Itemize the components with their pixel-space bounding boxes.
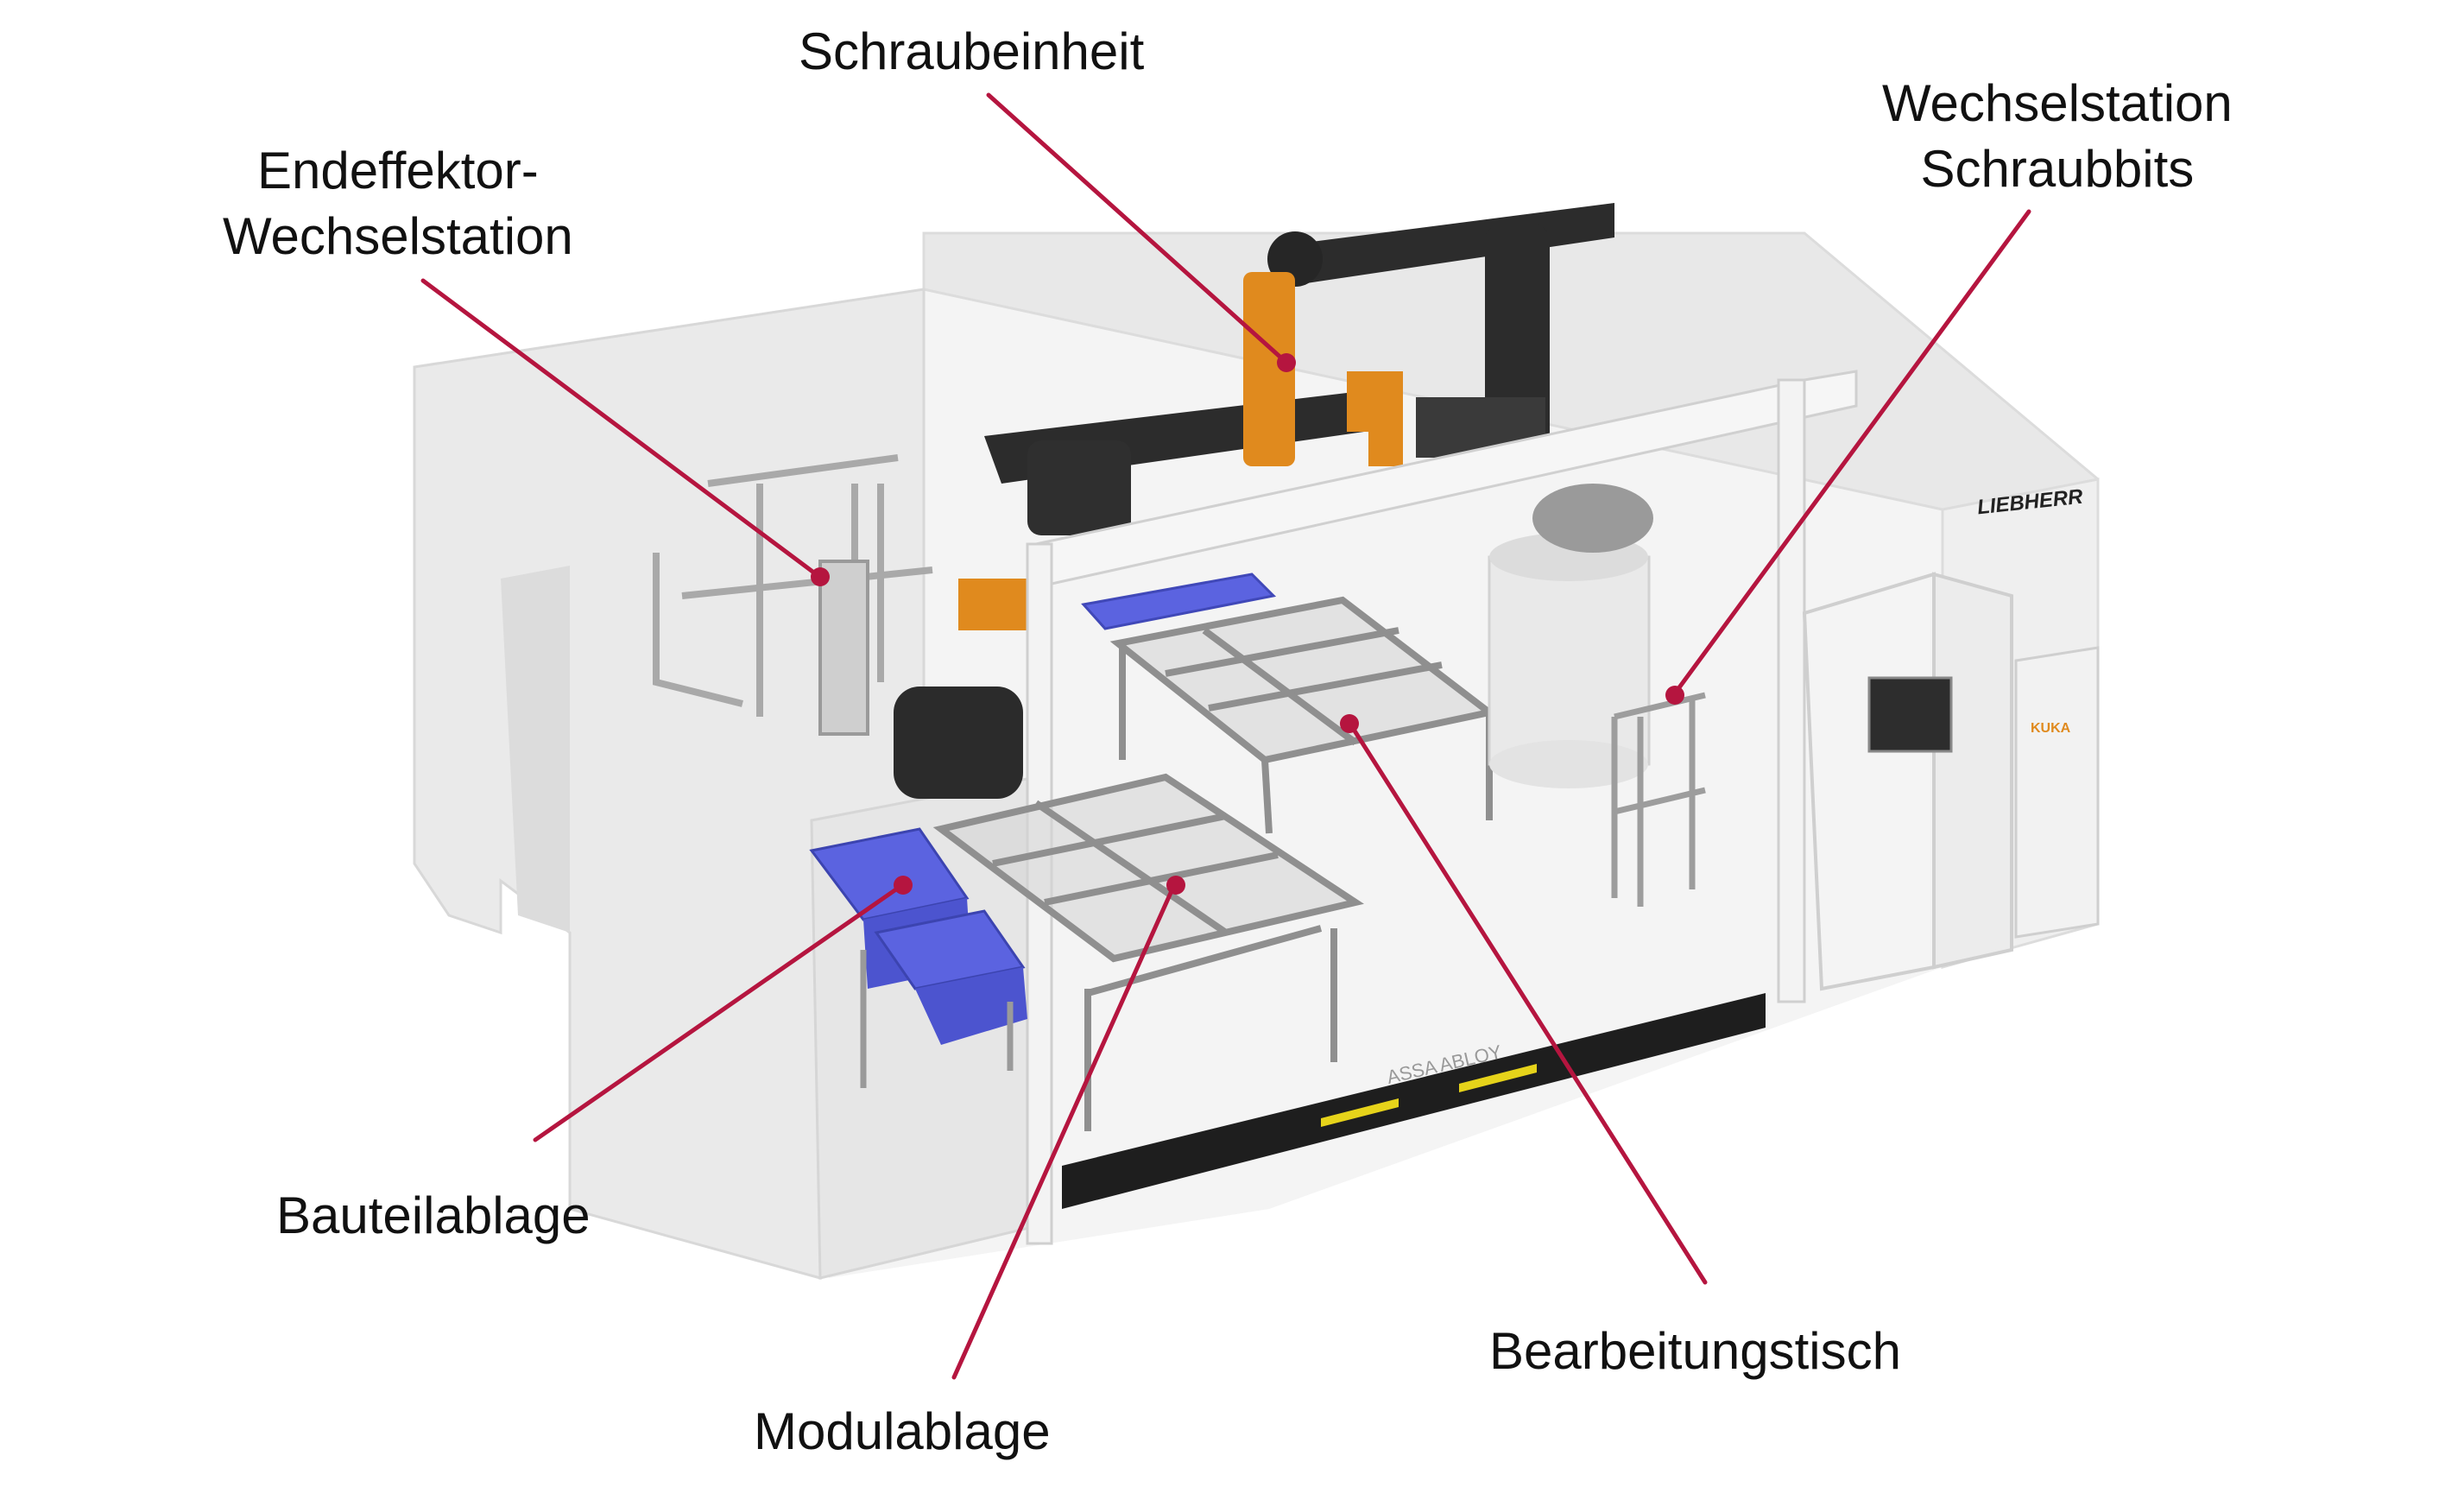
storage-bins bbox=[809, 573, 1277, 1088]
callout-dots bbox=[811, 353, 1684, 895]
control-cabinets bbox=[1802, 572, 2100, 991]
label-endeffektor: Endeffektor- Wechselstation bbox=[223, 138, 573, 269]
label-bearbeitungstisch: Bearbeitungstisch bbox=[1489, 1319, 1901, 1384]
label-line: Wechselstation bbox=[1882, 74, 2233, 132]
label-line: Bauteilablage bbox=[276, 1186, 591, 1244]
label-line: Modulablage bbox=[754, 1402, 1051, 1460]
leader-bearbeitungstisch bbox=[1349, 723, 1708, 1285]
dot-wechselstation-bits bbox=[1665, 686, 1684, 705]
leader-endeffektor bbox=[420, 278, 821, 579]
label-line: Endeffektor- bbox=[257, 142, 539, 199]
dot-bearbeitungstisch bbox=[1340, 714, 1359, 733]
label-wechselstation-bits: Wechselstation Schraubbits bbox=[1882, 71, 2233, 202]
robot-base bbox=[1488, 484, 1653, 788]
leader-modulablage bbox=[951, 883, 1177, 1380]
dot-schraubeinheit bbox=[1277, 353, 1296, 372]
leader-wechselstation-bits bbox=[1672, 209, 2031, 696]
endeffector-rack bbox=[653, 454, 933, 736]
label-line: Bearbeitungstisch bbox=[1489, 1322, 1901, 1380]
kuka-logo: KUKA bbox=[2031, 721, 2071, 736]
dot-modulablage bbox=[1166, 876, 1185, 895]
label-line: Wechselstation bbox=[223, 207, 573, 265]
label-modulablage: Modulablage bbox=[754, 1399, 1051, 1465]
label-schraubeinheit: Schraubeinheit bbox=[799, 19, 1144, 85]
leader-bauteilablage bbox=[533, 883, 905, 1142]
leader-schraubeinheit bbox=[986, 92, 1287, 364]
label-line: Schraubeinheit bbox=[799, 22, 1145, 80]
label-line: Schraubbits bbox=[1920, 140, 2195, 198]
work-tables bbox=[932, 596, 1498, 1131]
label-bauteilablage: Bauteilablage bbox=[276, 1183, 591, 1249]
gantry-robots bbox=[894, 203, 1614, 799]
screwbit-rack bbox=[1611, 692, 1706, 907]
dot-endeffektor bbox=[811, 567, 830, 586]
dot-bauteilablage bbox=[894, 876, 913, 895]
callout-lines bbox=[420, 92, 2031, 1380]
